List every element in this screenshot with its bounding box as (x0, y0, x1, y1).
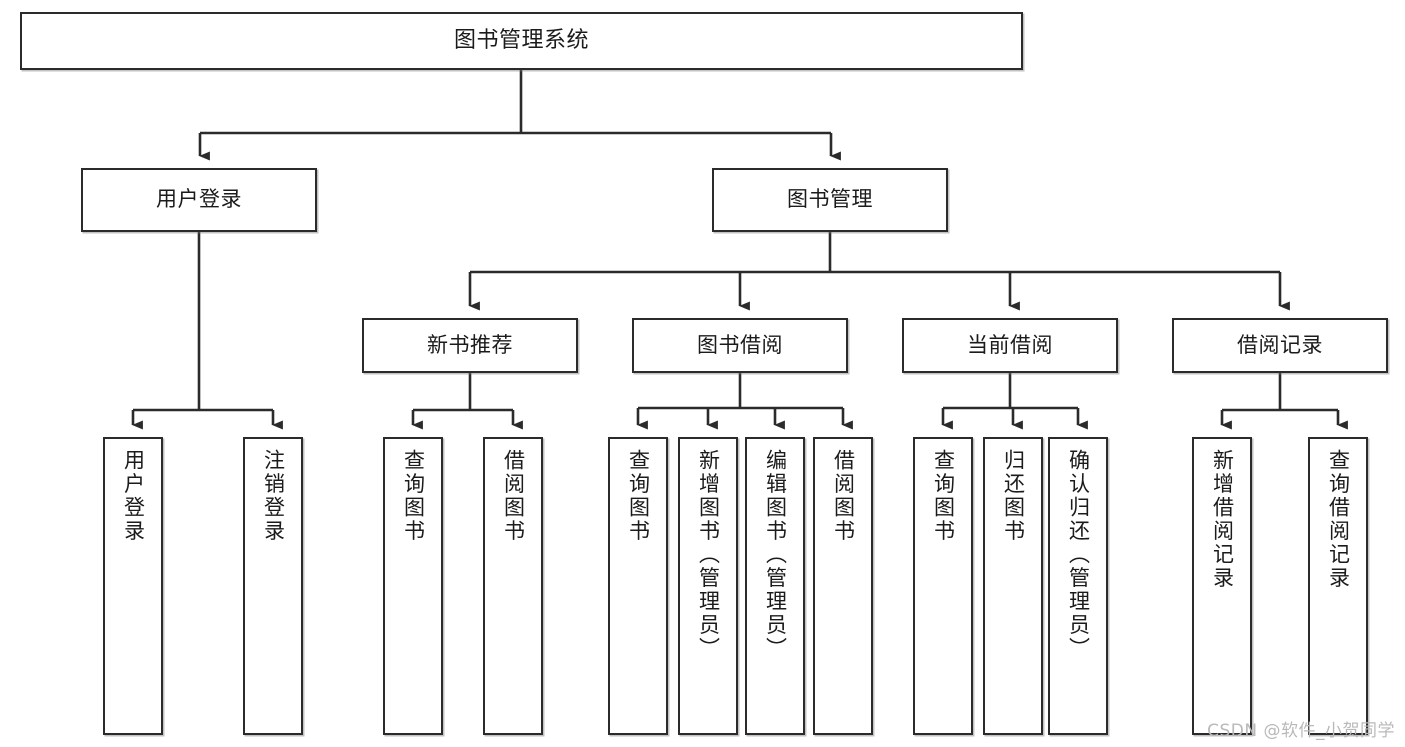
node-book-manage[interactable]: 图书管理 (712, 168, 948, 232)
node-leaf-borrow-book-1-label: 借阅图书 (501, 449, 526, 543)
node-root[interactable]: 图书管理系统 (20, 12, 1023, 70)
node-current-borrow[interactable]: 当前借阅 (902, 318, 1118, 373)
node-leaf-confirm-return[interactable]: 确认归还（管理员） (1048, 437, 1108, 735)
node-leaf-add-record-label: 新增借阅记录 (1210, 449, 1235, 590)
node-leaf-logout-label: 注销登录 (261, 449, 286, 543)
node-leaf-query-book-1[interactable]: 查询图书 (383, 437, 443, 735)
node-leaf-user-login[interactable]: 用户登录 (103, 437, 163, 735)
node-user-login-label: 用户登录 (156, 187, 242, 212)
node-leaf-borrow-book-2[interactable]: 借阅图书 (813, 437, 873, 735)
node-leaf-return-book-label: 归还图书 (1001, 449, 1026, 543)
node-leaf-query-record-label: 查询借阅记录 (1326, 449, 1351, 590)
node-book-borrow-label: 图书借阅 (697, 332, 783, 357)
node-leaf-return-book[interactable]: 归还图书 (983, 437, 1043, 735)
node-leaf-query-book-3[interactable]: 查询图书 (913, 437, 973, 735)
node-leaf-query-book-2-label: 查询图书 (626, 449, 651, 543)
node-leaf-add-record[interactable]: 新增借阅记录 (1192, 437, 1252, 735)
node-leaf-edit-book[interactable]: 编辑图书（管理员） (745, 437, 805, 735)
node-leaf-user-login-label: 用户登录 (121, 449, 146, 543)
node-user-login[interactable]: 用户登录 (81, 168, 317, 232)
node-leaf-borrow-book-1[interactable]: 借阅图书 (483, 437, 543, 735)
node-leaf-edit-book-label: 编辑图书（管理员） (763, 449, 788, 661)
node-leaf-add-book[interactable]: 新增图书（管理员） (678, 437, 738, 735)
node-book-borrow[interactable]: 图书借阅 (632, 318, 848, 373)
node-new-book-rec-label: 新书推荐 (427, 332, 513, 357)
node-leaf-query-book-1-label: 查询图书 (401, 449, 426, 543)
node-leaf-borrow-book-2-label: 借阅图书 (831, 449, 856, 543)
node-leaf-logout[interactable]: 注销登录 (243, 437, 303, 735)
node-borrow-record[interactable]: 借阅记录 (1172, 318, 1388, 373)
node-leaf-query-book-3-label: 查询图书 (931, 449, 956, 543)
node-leaf-query-record[interactable]: 查询借阅记录 (1308, 437, 1368, 735)
node-leaf-query-book-2[interactable]: 查询图书 (608, 437, 668, 735)
node-book-manage-label: 图书管理 (787, 187, 873, 212)
node-borrow-record-label: 借阅记录 (1237, 332, 1323, 357)
node-new-book-rec[interactable]: 新书推荐 (362, 318, 578, 373)
watermark-text: CSDN @软件_小贺同学 (1207, 721, 1395, 741)
node-root-label: 图书管理系统 (453, 27, 589, 53)
node-current-borrow-label: 当前借阅 (967, 332, 1053, 357)
node-leaf-add-book-label: 新增图书（管理员） (696, 449, 721, 661)
node-leaf-confirm-return-label: 确认归还（管理员） (1066, 449, 1091, 661)
